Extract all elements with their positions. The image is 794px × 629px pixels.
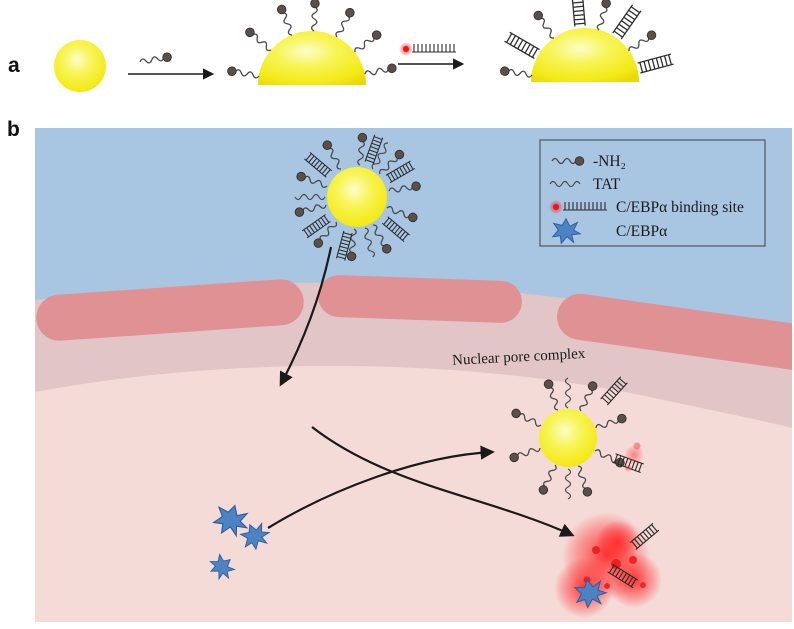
panel-a-label: a: [8, 54, 20, 77]
amine-ligand-icon: [138, 51, 173, 67]
legend-item-amine: -NH₂: [551, 153, 626, 170]
legend-item-cebpa: C/EBPα: [552, 218, 667, 244]
amine-ligand-icon: [499, 65, 534, 80]
legend-label: -NH₂: [593, 153, 626, 170]
fluorescent-binding-complex: [554, 512, 662, 618]
fluorescence-speck: [640, 582, 646, 588]
legend-label: C/EBPα binding site: [616, 199, 744, 216]
legend-item-binding-site: C/EBPα binding site: [549, 199, 744, 216]
legend-box: -NH₂ TAT C/EBPα binding site C/EBPα: [539, 139, 766, 247]
fluorescence-speck: [592, 546, 600, 554]
nanoparticle-dome: [258, 31, 366, 85]
gold-nanoparticle: [539, 409, 597, 467]
nucleoplasm-region: [35, 365, 792, 622]
amine-ligand-icon: [625, 28, 659, 56]
dna-ladder-icon: [637, 53, 675, 74]
binding-arrow-to-complex: [311, 426, 575, 537]
fluorescence-speck: [629, 556, 637, 564]
legend-label: C/EBPα: [616, 223, 667, 240]
fluorescence-speck: [624, 445, 644, 465]
nanoparticle-dome: [531, 28, 639, 82]
legend-border: [539, 139, 766, 247]
reaction-step-1: [128, 51, 215, 80]
fluorescence-speck: [625, 465, 631, 471]
dna-ladder-icon: [612, 4, 642, 40]
panel-b-label: b: [7, 118, 20, 141]
amine-ligand-icon: [363, 62, 398, 79]
legend-item-tat: TAT: [549, 176, 621, 193]
amine-ligand-icon: [351, 28, 384, 57]
dna-loaded-nanoparticle: [499, 0, 675, 82]
amine-ligand-icon: [309, 0, 321, 32]
fluorescence-speck: [633, 442, 641, 450]
binding-site-icon: [411, 43, 457, 53]
entering-nanoparticle-complex: [293, 132, 422, 262]
amine-ligand-icon: [594, 0, 613, 32]
dna-ladder-icon: [571, 0, 586, 28]
reaction-step-2: [398, 42, 465, 70]
nuclear-import-arrow: [279, 246, 333, 387]
nuclear-envelope-segment: [557, 293, 792, 371]
fluorescence-speck: [604, 583, 610, 589]
panel-a: a: [8, 0, 675, 92]
amine-ligand-icon: [243, 25, 275, 54]
amine-ligand-icon: [226, 65, 261, 81]
fluorophore-dot: [403, 46, 409, 52]
fluorophore-dot: [553, 204, 559, 210]
amine-ligand-icon: [531, 8, 559, 42]
panel-b: Nuclear pore complex -NH₂ TAT C/EBPα bin…: [35, 128, 792, 622]
fluorescence-glow: [596, 520, 640, 564]
bare-gold-nanoparticle: [54, 40, 106, 92]
legend-label: TAT: [593, 176, 621, 193]
amine-ligand-icon: [275, 3, 297, 38]
amine-ligand-icon: [332, 6, 357, 40]
dna-ladder-icon: [503, 31, 541, 60]
nuclear-envelope-segment: [318, 275, 522, 323]
nuclear-envelope-segment: [36, 279, 304, 341]
nuclear-pore-label: Nuclear pore complex: [452, 346, 586, 369]
binding-arrow-to-nanoparticle: [267, 445, 495, 529]
gold-nanoparticle: [327, 167, 387, 227]
tat-functionalized-nanoparticle: [226, 0, 398, 85]
nuclear-nanoparticle-complex: [507, 376, 645, 500]
